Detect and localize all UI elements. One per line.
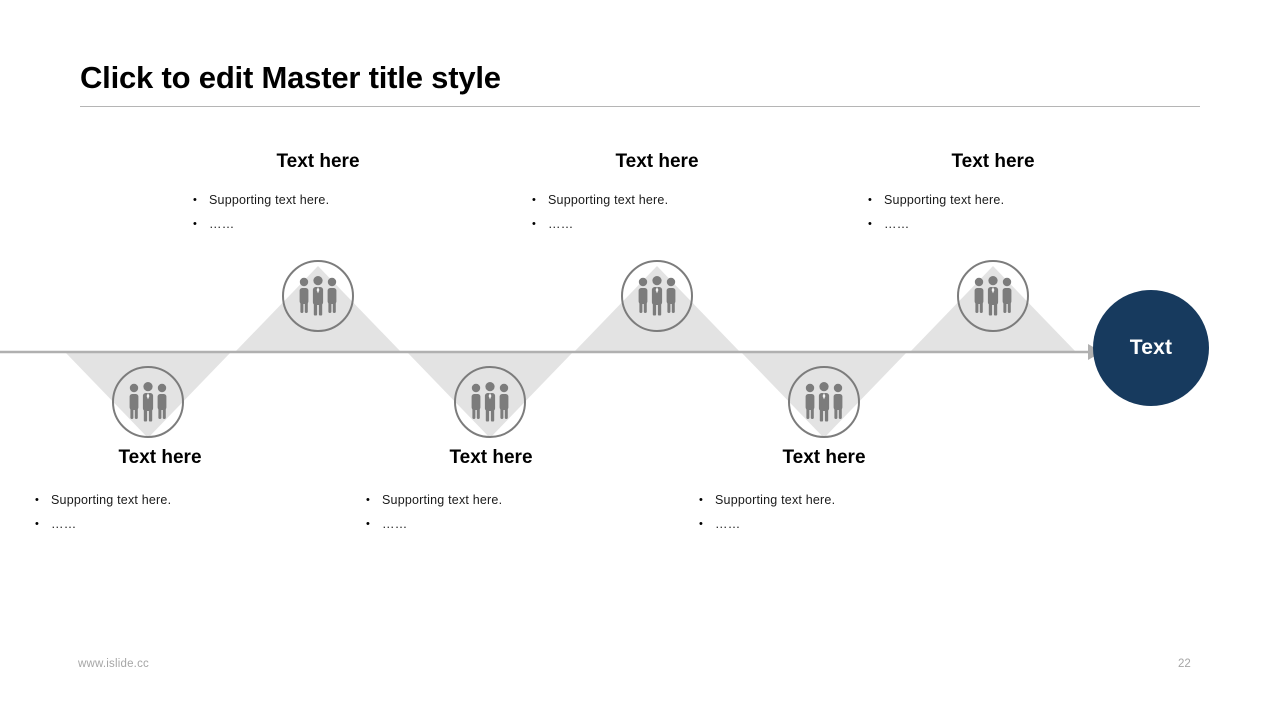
bullet-dot-icon: • [35,494,39,506]
top-text-block-2: Text here • Supporting text here. • …… [532,150,782,236]
bullet-text[interactable]: Supporting text here. [715,493,836,507]
list-item: • Supporting text here. [366,488,616,512]
list-item: • Supporting text here. [35,488,285,512]
bullet-text[interactable]: Supporting text here. [209,193,330,207]
bullet-text[interactable]: Supporting text here. [884,193,1005,207]
list-item: • …… [366,512,616,536]
bullet-text[interactable]: …… [884,217,910,231]
bottom-text-block-1: Text here • Supporting text here. • …… [35,446,285,536]
bullet-list: • Supporting text here. • …… [366,488,616,536]
people-group-icon [299,276,337,316]
top-text-block-1: Text here • Supporting text here. • …… [193,150,443,236]
bullet-list: • Supporting text here. • …… [35,488,285,536]
bullet-list: • Supporting text here. • …… [699,488,949,536]
people-group-icon [974,276,1012,316]
bullet-list: • Supporting text here. • …… [868,188,1118,236]
list-item: • …… [532,212,782,236]
bullet-text[interactable]: …… [715,517,741,531]
list-item: • Supporting text here. [532,188,782,212]
list-item: • Supporting text here. [193,188,443,212]
footer-url[interactable]: www.islide.cc [78,658,149,670]
timeline-node-3-people-group-icon[interactable] [454,366,526,438]
list-item: • …… [35,512,285,536]
list-item: • …… [193,212,443,236]
list-item: • …… [868,212,1118,236]
bullet-text[interactable]: …… [209,217,235,231]
list-item: • Supporting text here. [699,488,949,512]
end-node-circle[interactable]: Text [1093,290,1209,406]
block-heading[interactable]: Text here [782,447,866,468]
people-group-icon [638,276,676,316]
block-heading[interactable]: Text here [449,447,533,468]
page-title[interactable]: Click to edit Master title style [80,60,501,95]
page-number: 22 [1178,658,1191,670]
timeline-node-2-people-group-icon[interactable] [282,260,354,332]
end-node-label: Text [1129,336,1173,359]
timeline-node-6-people-group-icon[interactable] [957,260,1029,332]
block-heading[interactable]: Text here [615,151,699,172]
bullet-dot-icon: • [699,518,703,530]
bottom-text-block-2: Text here • Supporting text here. • …… [366,446,616,536]
bullet-dot-icon: • [193,194,197,206]
bullet-dot-icon: • [868,218,872,230]
bullet-list: • Supporting text here. • …… [532,188,782,236]
bullet-dot-icon: • [193,218,197,230]
people-group-icon [805,382,843,422]
bullet-text[interactable]: Supporting text here. [382,493,503,507]
bullet-dot-icon: • [35,518,39,530]
bullet-dot-icon: • [366,518,370,530]
bullet-dot-icon: • [532,194,536,206]
bullet-dot-icon: • [366,494,370,506]
bullet-text[interactable]: Supporting text here. [51,493,172,507]
people-group-icon [471,382,509,422]
bullet-dot-icon: • [532,218,536,230]
people-group-icon [129,382,167,422]
bullet-text[interactable]: …… [548,217,574,231]
timeline-node-4-people-group-icon[interactable] [621,260,693,332]
block-heading[interactable]: Text here [951,151,1035,172]
top-text-block-3: Text here • Supporting text here. • …… [868,150,1118,236]
bullet-text[interactable]: …… [51,517,77,531]
list-item: • Supporting text here. [868,188,1118,212]
bullet-text[interactable]: …… [382,517,408,531]
bullet-list: • Supporting text here. • …… [193,188,443,236]
block-heading[interactable]: Text here [118,447,202,468]
bullet-dot-icon: • [868,194,872,206]
list-item: • …… [699,512,949,536]
bullet-dot-icon: • [699,494,703,506]
bullet-text[interactable]: Supporting text here. [548,193,669,207]
title-divider [80,106,1200,107]
title-block: Click to edit Master title style [80,58,1200,107]
block-heading[interactable]: Text here [276,151,360,172]
timeline-node-1-people-group-icon[interactable] [112,366,184,438]
bottom-text-block-3: Text here • Supporting text here. • …… [699,446,949,536]
timeline-node-5-people-group-icon[interactable] [788,366,860,438]
